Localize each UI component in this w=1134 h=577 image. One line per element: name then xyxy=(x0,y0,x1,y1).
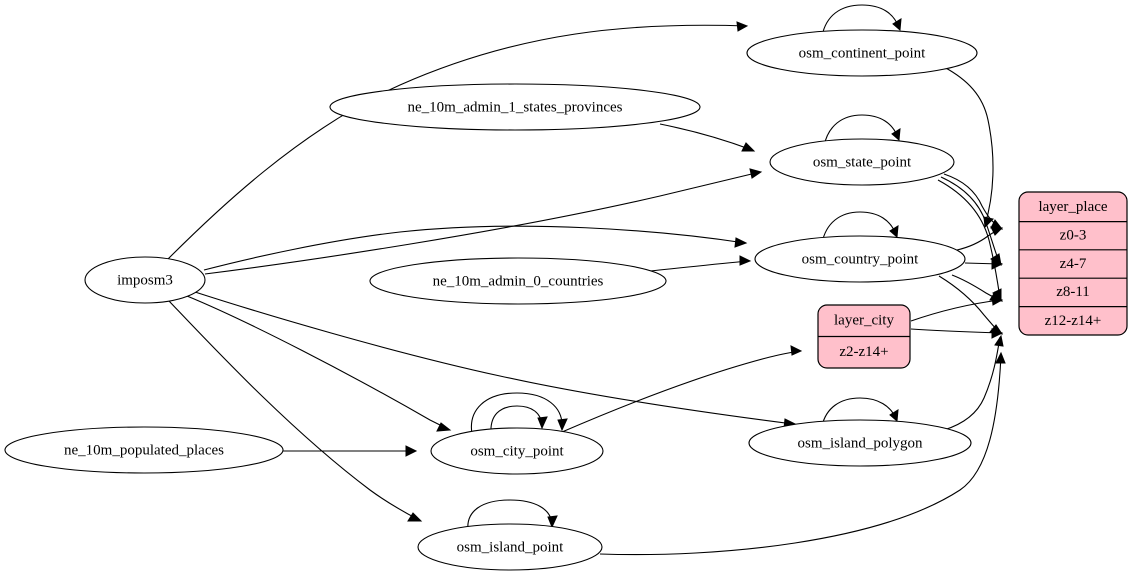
node-osm-island-point[interactable]: osm_island_point xyxy=(417,523,603,571)
record-row-layer-place-z4-7[interactable]: z4-7 xyxy=(1060,256,1087,272)
edge-self-loop-outer-osm-city-point xyxy=(470,392,568,435)
edge-osm-country-point-to-layer-place-z0-3 xyxy=(956,226,1004,251)
node-imposm3-label: imposm3 xyxy=(117,272,173,288)
node-ne-10m-admin-0-countries[interactable]: ne_10m_admin_0_countries xyxy=(369,257,667,305)
node-ne-countries-label: ne_10m_admin_0_countries xyxy=(433,273,604,289)
edge-imposm3-to-osm-island-point xyxy=(168,300,423,522)
node-osm-state-point[interactable]: osm_state_point xyxy=(769,138,955,186)
edge-imposm3-to-osm-city-point xyxy=(186,295,452,432)
edge-self-loop-osm-continent-point xyxy=(821,4,902,37)
edge-self-loop-osm-island-point xyxy=(467,499,558,531)
edge-imposm3-to-osm-country-point xyxy=(203,225,748,271)
edge-osm-island-polygon-to-layer-place-z12-z14 xyxy=(943,334,1004,431)
node-imposm3[interactable]: imposm3 xyxy=(84,256,206,304)
node-ne-10m-admin-1-states-provinces[interactable]: ne_10m_admin_1_states_provinces xyxy=(329,83,701,131)
edge-layer xyxy=(167,4,1006,556)
edge-imposm3-to-osm-state-point xyxy=(204,168,763,275)
record-row-layer-city-z2-z14plus[interactable]: z2-z14+ xyxy=(839,344,888,360)
node-osm-city-point[interactable]: osm_city_point xyxy=(430,427,604,475)
node-osm-city-point-label: osm_city_point xyxy=(470,443,564,459)
record-row-layer-place-title: layer_place xyxy=(1038,199,1107,215)
record-node-layer-city[interactable]: layer_city z2-z14+ xyxy=(817,304,911,369)
record-row-layer-place-z8-11[interactable]: z8-11 xyxy=(1056,284,1090,300)
node-osm-island-polygon[interactable]: osm_island_polygon xyxy=(748,419,972,467)
edge-layer-city-to-layer-place-z12-z14 xyxy=(910,328,1004,339)
node-osm-island-polygon-label: osm_island_polygon xyxy=(797,435,923,451)
node-osm-state-point-label: osm_state_point xyxy=(813,154,912,170)
edge-self-loop-osm-country-point xyxy=(821,211,899,244)
edge-ne-states-to-osm-state-point xyxy=(659,123,756,152)
record-row-layer-place-z12-z14plus[interactable]: z12-z14+ xyxy=(1045,313,1102,329)
edge-osm-country-point-to-layer-place-z4-7 xyxy=(964,258,1004,270)
record-row-layer-city-title: layer_city xyxy=(834,312,894,328)
record-layer: layer_place z0-3 z4-7 z8-11 z12-z14+ lay… xyxy=(817,191,1128,369)
edge-self-loop-inner-osm-city-point xyxy=(490,405,548,434)
edge-osm-city-point-to-layer-city-z2-z14 xyxy=(561,345,803,433)
edge-ne-populated-to-osm-city-point xyxy=(283,445,418,457)
edge-ne-countries-to-osm-country-point xyxy=(639,255,752,273)
node-layer: imposm3 ne_10m_admin_1_states_provinces … xyxy=(4,29,978,571)
node-ne-10m-populated-places[interactable]: ne_10m_populated_places xyxy=(4,426,284,474)
node-ne-states-label: ne_10m_admin_1_states_provinces xyxy=(408,99,623,115)
edge-self-loop-osm-island-polygon xyxy=(821,397,899,427)
node-ne-populated-label: ne_10m_populated_places xyxy=(64,442,224,458)
node-osm-continent-point[interactable]: osm_continent_point xyxy=(746,29,978,77)
edge-osm-island-point-to-layer-place-z12-z14 xyxy=(599,351,1006,556)
edge-self-loop-osm-state-point xyxy=(823,114,901,147)
edge-imposm3-to-osm-continent-point xyxy=(167,21,749,260)
edge-imposm3-to-osm-island-polygon xyxy=(194,291,797,429)
edge-layer-city-to-layer-place-z8-11 xyxy=(910,295,1004,322)
node-osm-country-point-label: osm_country_point xyxy=(802,251,919,267)
node-osm-continent-point-label: osm_continent_point xyxy=(799,45,926,61)
record-row-layer-place-z0-3[interactable]: z0-3 xyxy=(1060,228,1087,244)
node-osm-country-point[interactable]: osm_country_point xyxy=(754,235,966,283)
edge-osm-state-point-to-layer-place-z0-3 xyxy=(943,173,1004,230)
record-node-layer-place[interactable]: layer_place z0-3 z4-7 z8-11 z12-z14+ xyxy=(1018,191,1128,336)
node-osm-island-point-label: osm_island_point xyxy=(457,539,565,555)
